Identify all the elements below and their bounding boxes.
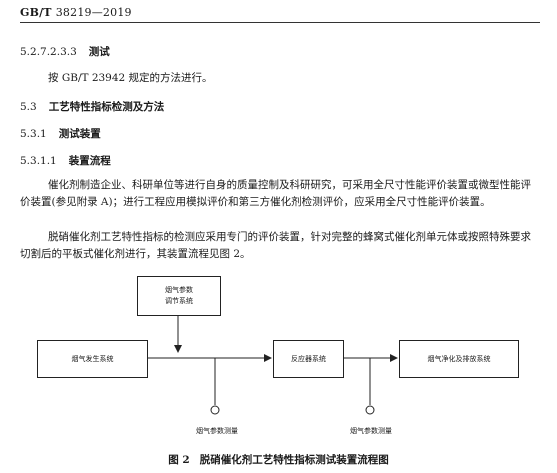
section-number: 5.3 [20,101,37,113]
adjust-box-line-1: 烟气参数 [165,286,193,294]
paragraph: 催化剂制造企业、科研单位等进行自身的质量控制及科研研究，可采用全尺寸性能评价装置… [20,179,531,208]
figure-caption: 图 2 脱硝催化剂工艺特性指标测试装置流程图 [0,452,557,467]
standard-number: 38219—2019 [55,6,132,19]
reactor-box: 反应器系统 [273,340,344,378]
adjust-box-line-2: 调节系统 [165,297,193,305]
section-heading: 5.2.7.2.3.3 测试 [20,44,110,59]
section-number: 5.3.1 [20,128,47,140]
probe-point-left [210,405,220,415]
header-rule [20,22,540,23]
section-title: 工艺特性指标检测及方法 [48,101,165,113]
section-title: 装置流程 [68,155,111,167]
figure-title: 脱硝催化剂工艺特性指标测试装置流程图 [199,454,389,466]
probe-point-right [365,405,375,415]
section-title: 测试装置 [58,128,101,140]
flue-gas-generator-box: 烟气发生系统 [37,340,148,378]
section-heading: 5.3 工艺特性指标检测及方法 [20,99,164,114]
section-title: 测试 [88,46,110,58]
section-number: 5.2.7.2.3.3 [20,46,77,58]
paragraph: 脱硝催化剂工艺特性指标的检测应采用专门的评价装置，针对完整的蜂窝式催化剂单元体或… [20,231,531,260]
purify-discharge-box: 烟气净化及排放系统 [399,340,519,378]
flue-gas-adjust-box: 烟气参数 调节系统 [137,276,221,316]
generator-box-label: 烟气发生系统 [71,354,114,363]
section-number: 5.3.1.1 [20,155,57,167]
figure-number: 图 2 [168,454,190,466]
standard-prefix: GB/T [20,6,52,19]
standard-header: GB/T 38219—2019 [20,6,132,19]
measurement-label-right: 烟气参数测量 [350,427,392,435]
measurement-label-left: 烟气参数测量 [196,427,238,435]
section-heading: 5.3.1.1 装置流程 [20,153,111,168]
paragraph: 按 GB/T 23942 规定的方法进行。 [48,72,213,84]
reactor-box-label: 反应器系统 [291,354,326,363]
section-heading: 5.3.1 测试装置 [20,126,101,141]
purify-box-label: 烟气净化及排放系统 [427,354,491,363]
